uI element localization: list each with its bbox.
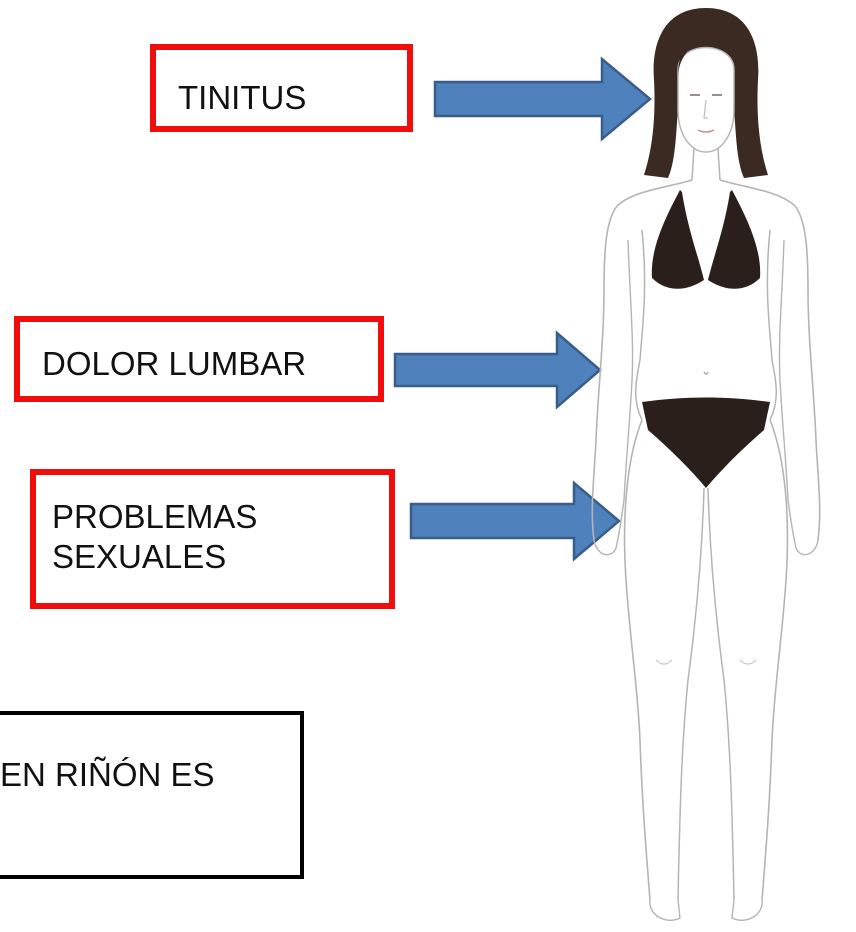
- right-arrow-icon: [393, 330, 602, 410]
- right-arrow-icon: [433, 56, 652, 142]
- label-problemas-line1: PROBLEMAS: [52, 498, 258, 535]
- label-rinon: EN RIÑÓN ES: [0, 711, 304, 879]
- label-rinon-text: EN RIÑÓN ES: [0, 756, 215, 793]
- label-problemas-sexuales: PROBLEMAS SEXUALES: [30, 469, 395, 609]
- female-body-outline: [591, 8, 821, 921]
- label-dolor-lumbar-text: DOLOR LUMBAR: [42, 345, 307, 382]
- label-tinitus-text: TINITUS: [178, 79, 307, 116]
- label-tinitus: TINITUS: [150, 44, 413, 132]
- right-arrow-icon: [409, 480, 621, 562]
- label-dolor-lumbar: DOLOR LUMBAR: [14, 316, 384, 402]
- label-problemas-line2: SEXUALES: [52, 537, 227, 575]
